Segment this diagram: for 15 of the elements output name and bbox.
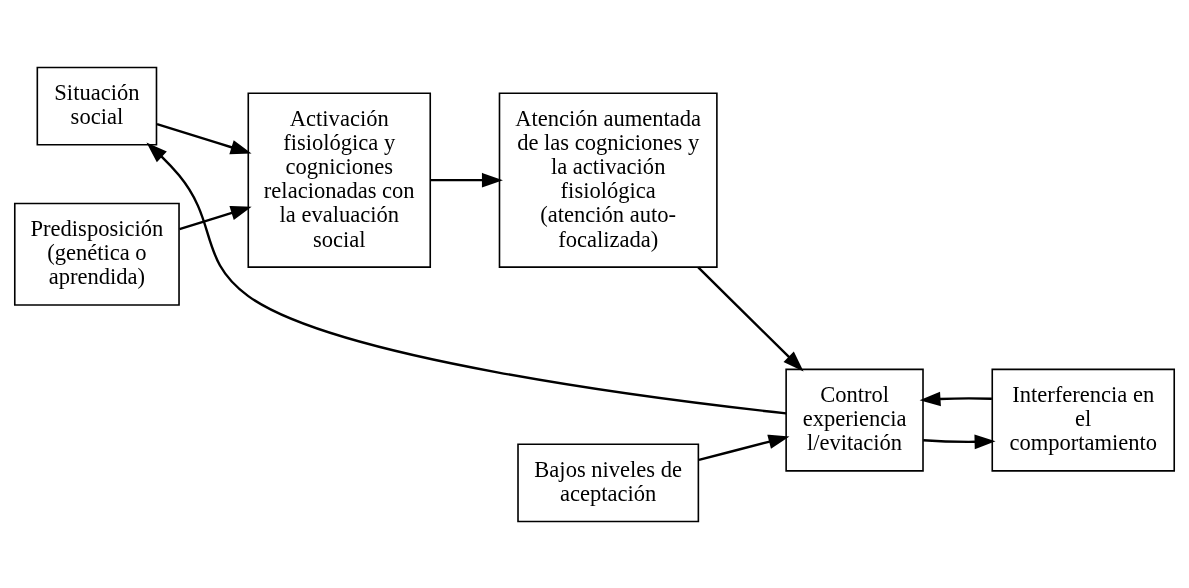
node-box: Interferencia en el comportamiento — [991, 368, 1176, 472]
node-box: Bajos niveles de aceptación — [517, 442, 700, 522]
arrow — [156, 122, 252, 154]
node-box: Situación social — [36, 66, 158, 146]
arrow — [698, 434, 790, 461]
node-box: Control experiencia l/evitación — [785, 368, 924, 472]
arrow — [179, 205, 252, 230]
arrow — [697, 266, 804, 371]
arrow — [919, 391, 992, 406]
arrow — [146, 142, 787, 415]
node-box: Activación fisiológica y cogniciones relacionadas con la evaluación social — [247, 91, 432, 268]
node-box: Atención aumentada de las cogniciones y la activación fisiológica (atención auto-focalizada) — [498, 91, 718, 268]
node-box: Predisposición (genética o aprendida) — [13, 202, 180, 306]
arrow — [430, 172, 503, 187]
arrow — [923, 434, 996, 449]
